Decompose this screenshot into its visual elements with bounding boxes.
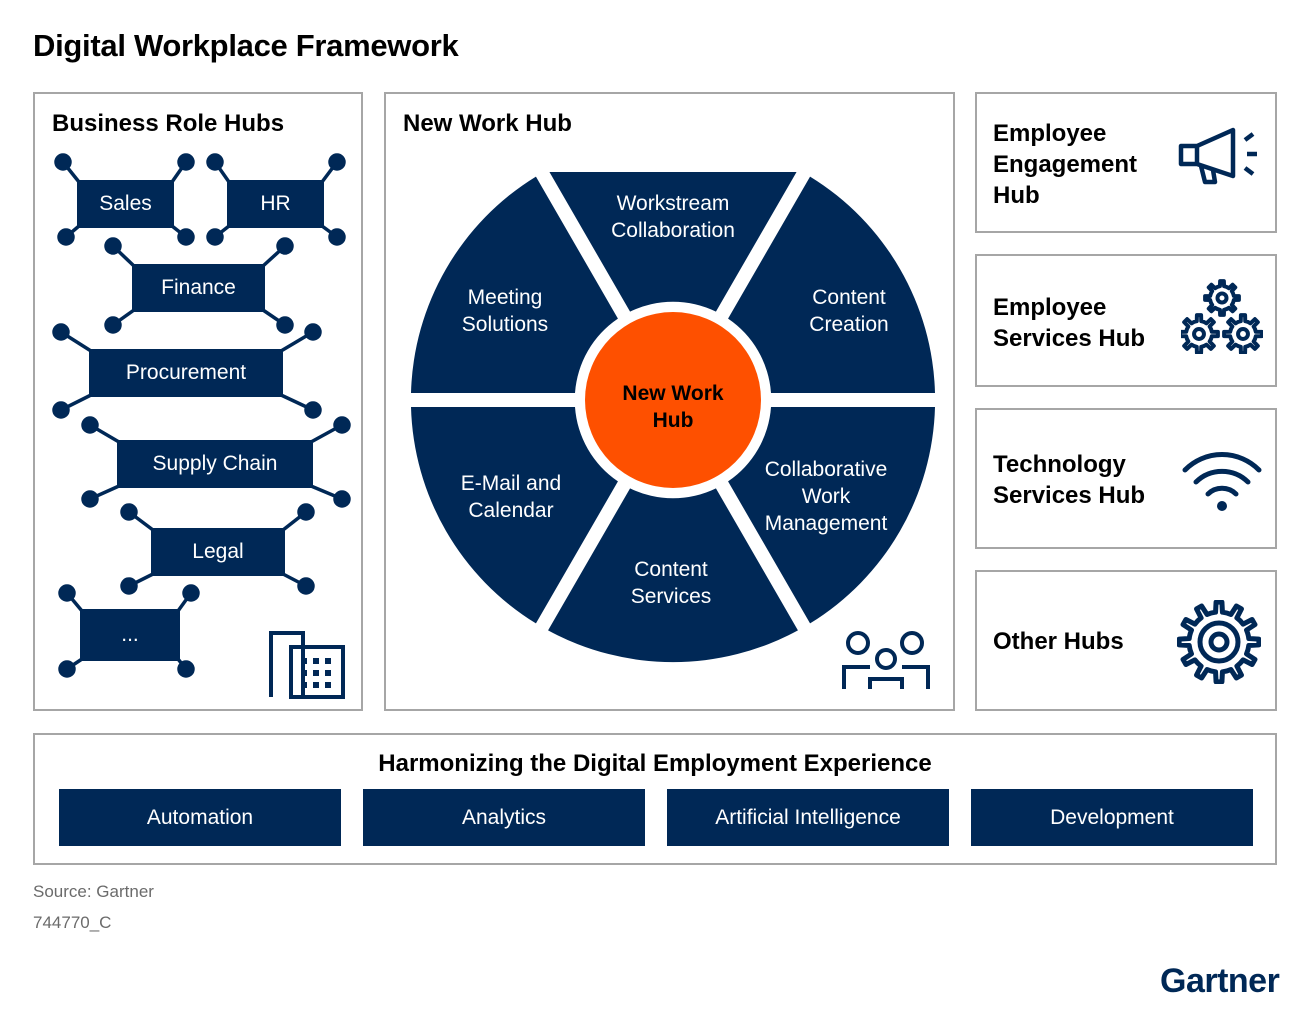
segment-meeting-line-2: Solutions: [462, 313, 548, 336]
role-more: ...: [80, 609, 180, 661]
gartner-logo: Gartner: [1160, 962, 1280, 1000]
role-supply-chain: Supply Chain: [117, 440, 313, 488]
segment-content-services-line-2: Services: [631, 585, 712, 608]
hub-name-line: Employee: [993, 294, 1107, 321]
hub-name-line: Employee: [993, 120, 1107, 147]
segment-email-line-1: E-Mail and: [461, 472, 561, 495]
harmonizing-ai: Artificial Intelligence: [667, 789, 949, 846]
segment-workstream-line-2: Collaboration: [611, 219, 735, 242]
hub-name-line: Other Hubs: [993, 628, 1124, 655]
gears-icon: [1181, 279, 1263, 354]
harmonizing-panel: Harmonizing the Digital Employment Exper…: [33, 733, 1277, 865]
segment-content-creation: [728, 176, 935, 393]
hub-name-line: Technology: [993, 451, 1126, 478]
segment-meeting: [411, 176, 618, 393]
role-connectors: [52, 153, 351, 678]
hub-name-line: Services Hub: [993, 482, 1146, 509]
role-sales: Sales: [77, 180, 174, 228]
segment-collab-work: [728, 407, 935, 624]
office-building-icon: [269, 631, 345, 699]
business-role-hubs-panel: Business Role Hubs Sales HR F: [33, 92, 363, 711]
wifi-icon: [1182, 452, 1262, 511]
harmonizing-analytics: Analytics: [363, 789, 645, 846]
source-note: Source: Gartner: [33, 882, 154, 901]
megaphone-icon: [1178, 127, 1257, 185]
hub-center-line-1: New Work: [622, 382, 723, 405]
employee-engagement-hub: Employee Engagement Hub: [975, 92, 1277, 233]
role-procurement: Procurement: [89, 349, 283, 397]
segment-workstream: [549, 172, 797, 312]
segment-email-line-2: Calendar: [468, 499, 553, 522]
role-hr: HR: [227, 180, 324, 228]
segment-collab-work-line-1: Collaborative: [765, 458, 888, 481]
segment-meeting-line-1: Meeting: [468, 286, 543, 309]
figure-id: 744770_C: [33, 913, 112, 932]
cog-icon: [1177, 600, 1261, 684]
segment-content-creation-line-2: Creation: [809, 313, 888, 336]
segment-content-services-line-1: Content: [634, 558, 708, 581]
hub-name-line: Engagement: [993, 151, 1138, 178]
segment-workstream-line-1: Workstream: [617, 192, 730, 215]
role-legal: Legal: [151, 528, 285, 576]
hub-center-line-2: Hub: [653, 409, 694, 432]
hub-name-line: Hub: [993, 182, 1040, 209]
other-hubs: Other Hubs: [975, 570, 1277, 711]
hub-center: [585, 312, 761, 488]
harmonizing-title: Harmonizing the Digital Employment Exper…: [378, 750, 932, 777]
people-meeting-icon: [842, 631, 930, 689]
role-finance: Finance: [132, 264, 265, 312]
page-title: Digital Workplace Framework: [33, 28, 459, 63]
employee-services-hub: Employee Services Hub: [975, 254, 1277, 387]
harmonizing-automation: Automation: [59, 789, 341, 846]
segment-content-creation-line-1: Content: [812, 286, 886, 309]
new-work-hub-title: New Work Hub: [403, 110, 572, 137]
hub-name-line: Services Hub: [993, 325, 1146, 352]
segment-collab-work-line-3: Management: [765, 512, 888, 535]
segment-collab-work-line-2: Work: [802, 485, 851, 508]
new-work-hub-panel: New Work Hub New Work Hub Workstream Col…: [384, 92, 955, 711]
segment-email: [411, 407, 618, 624]
business-role-hubs-title: Business Role Hubs: [52, 110, 285, 137]
segment-content-services: [548, 488, 798, 663]
technology-services-hub: Technology Services Hub: [975, 408, 1277, 549]
new-work-hub-wheel: New Work Hub Workstream Collaboration Co…: [411, 172, 935, 663]
harmonizing-development: Development: [971, 789, 1253, 846]
